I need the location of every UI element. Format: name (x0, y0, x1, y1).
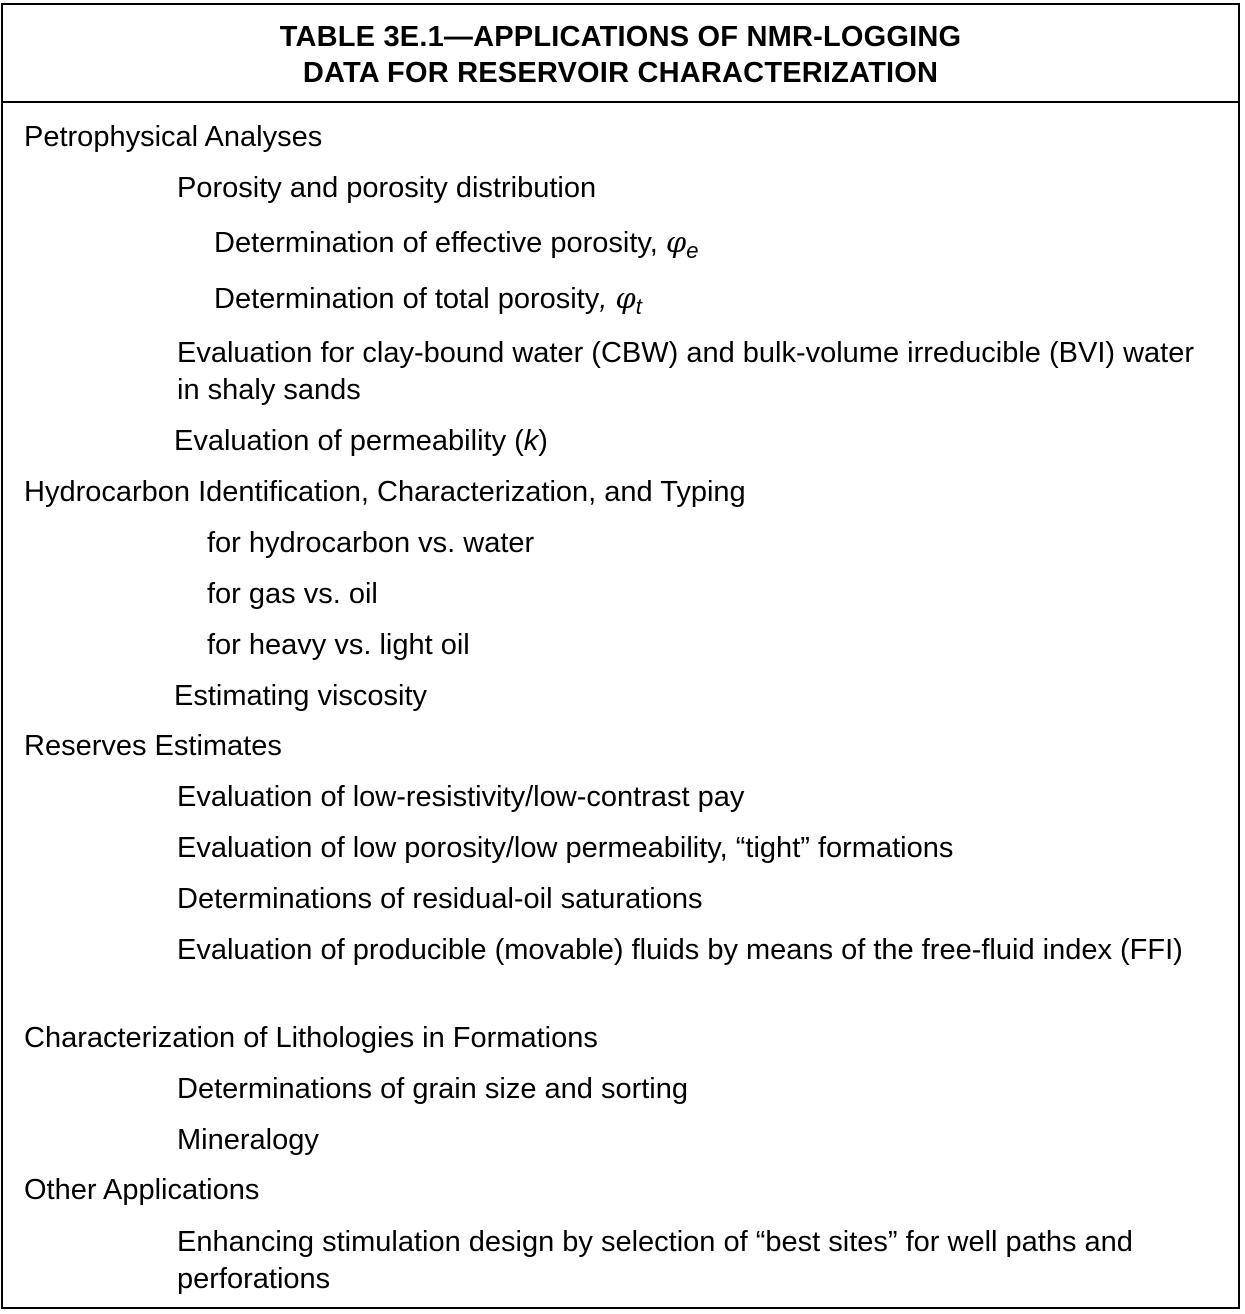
item-permeability-text: Evaluation of permeability ( (174, 425, 524, 457)
category-other-applications: Other Applications (24, 1174, 260, 1206)
item-total-porosity: Determination of total porosity, φt (214, 280, 642, 319)
item-hydrocarbon-vs-water: for hydrocarbon vs. water (207, 527, 535, 559)
table-title-line-1: TABLE 3E.1—APPLICATIONS OF NMR-LOGGING (279, 21, 962, 53)
permeability-symbol: k (523, 425, 539, 457)
item-low-resistivity-pay: Evaluation of low-resistivity/low-contra… (177, 781, 745, 813)
item-estimating-viscosity: Estimating viscosity (174, 680, 428, 712)
phi-symbol: φ (665, 225, 687, 259)
item-gas-vs-oil: for gas vs. oil (207, 578, 378, 610)
item-total-porosity-text: Determination of total porosity (214, 283, 600, 315)
item-porosity-distribution: Porosity and porosity distribution (177, 172, 597, 204)
item-permeability: Evaluation of permeability (k) (174, 423, 548, 460)
item-heavy-vs-light-oil: for heavy vs. light oil (207, 629, 470, 661)
item-total-porosity-comma: , (599, 283, 608, 315)
item-mineralogy: Mineralogy (177, 1124, 319, 1156)
phi-symbol: φ (615, 281, 636, 315)
item-clay-bound-water: Evaluation for clay-bound water (CBW) an… (177, 337, 1195, 406)
item-residual-oil-saturations: Determinations of residual-oil saturatio… (177, 883, 703, 915)
phi-subscript-t: t (635, 294, 642, 319)
item-producible-fluids: Evaluation of producible (movable) fluid… (177, 934, 1183, 966)
item-effective-porosity-text: Determination of effective porosity, (214, 227, 666, 259)
item-permeability-close: ) (538, 425, 548, 457)
category-hydrocarbon-identification: Hydrocarbon Identification, Characteriza… (24, 476, 746, 508)
phi-subscript-e: e (686, 238, 699, 263)
item-stimulation-design: Enhancing stimulation design by selectio… (177, 1226, 1133, 1295)
category-lithologies: Characterization of Lithologies in Forma… (24, 1022, 598, 1054)
category-reserves-estimates: Reserves Estimates (24, 730, 282, 762)
item-grain-size-sorting: Determinations of grain size and sorting (177, 1073, 688, 1105)
item-effective-porosity: Determination of effective porosity, φe (214, 224, 698, 263)
category-petrophysical-analyses: Petrophysical Analyses (24, 121, 323, 153)
table-title-line-2: DATA FOR RESERVOIR CHARACTERIZATION (302, 57, 939, 89)
nmr-applications-table: TABLE 3E.1—APPLICATIONS OF NMR-LOGGING D… (1, 3, 1240, 1309)
item-tight-formations: Evaluation of low porosity/low permeabil… (177, 832, 954, 864)
table-title: TABLE 3E.1—APPLICATIONS OF NMR-LOGGING D… (3, 5, 1238, 103)
